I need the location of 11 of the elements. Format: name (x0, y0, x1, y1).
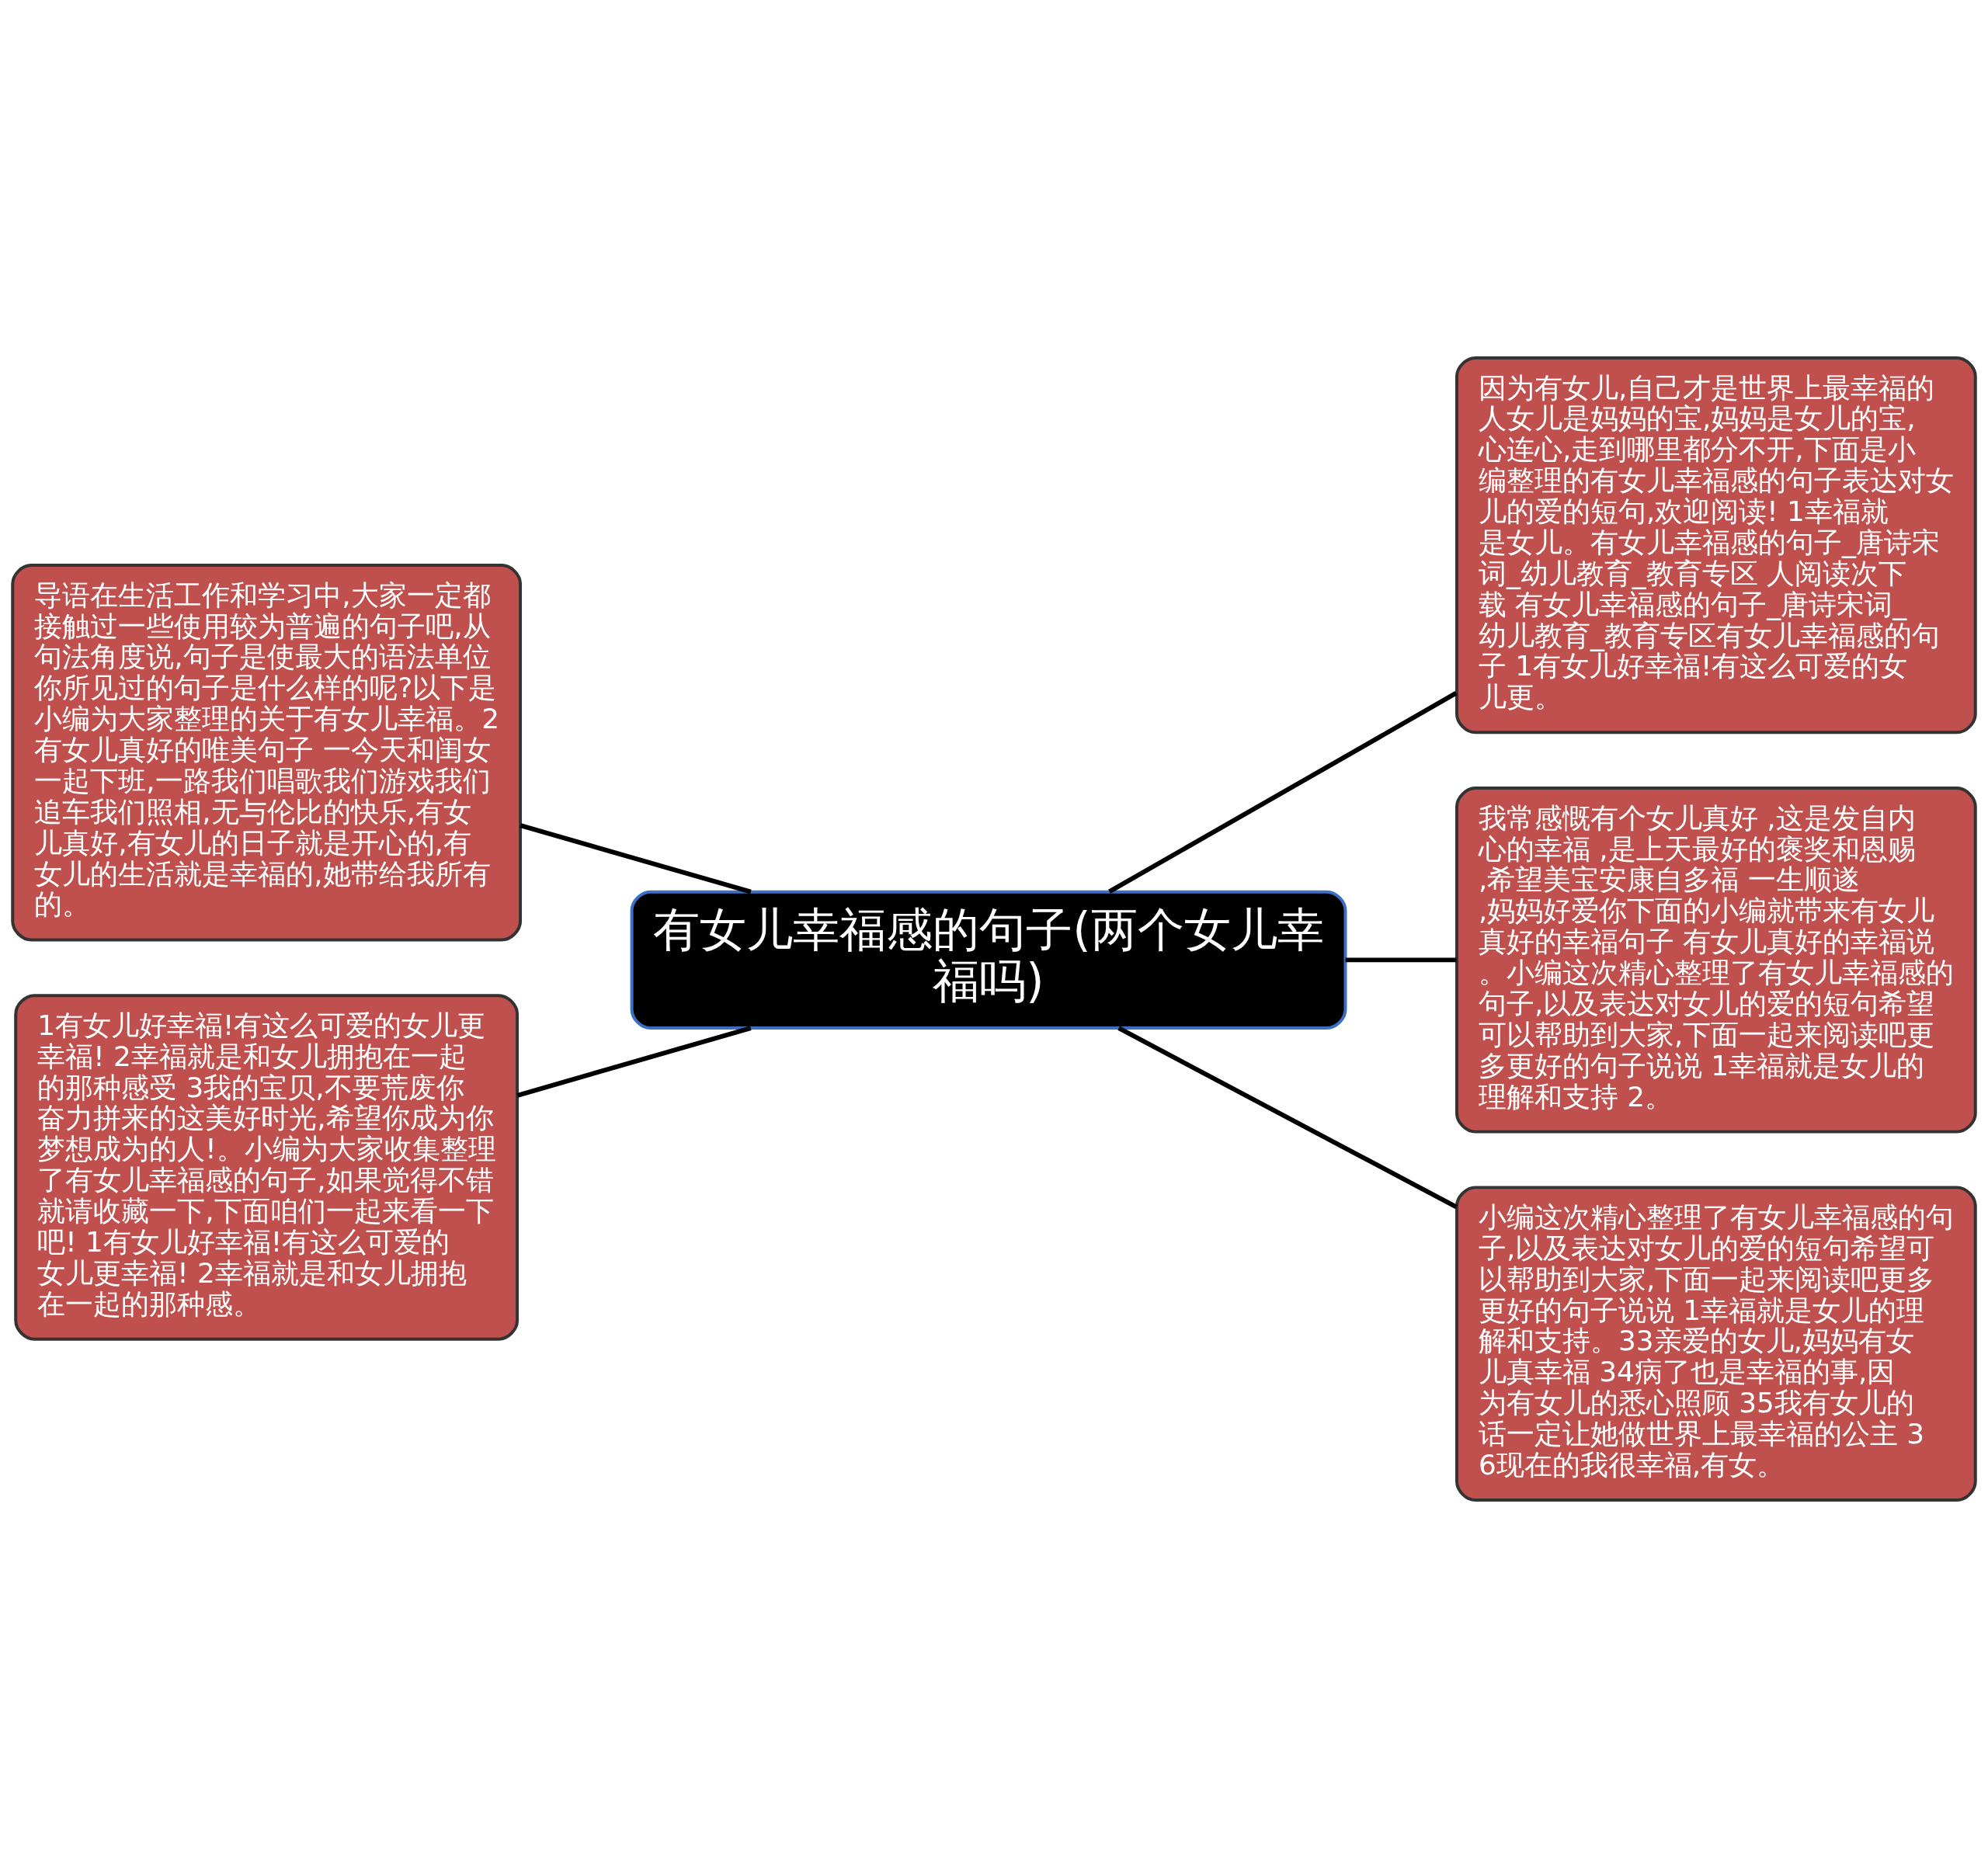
connector (1345, 957, 1457, 963)
node-box: 导语在生活工作和学习中,大家一定都接触过一些使用较为普遍的句子吧,从句法角度说,句子是使最大的语法单位你所见过的句子是什么样的呢?以下是小编为大家整理的关于有女儿幸福。2有女儿真好的唯美句子 一今天和闺女一起下班,一路我们唱歌我们游戏我们追车我们照相,无与伦比的快乐,有女儿真好,有女儿的日子就是开心的,有女儿的生活就是幸福的,她带给我所有的。 (11, 564, 523, 942)
node-box: 小编这次精心整理了有女儿幸福感的句子,以及表达对女儿的爱的短句希望可以帮助到大家,下面一起来阅读吧更多更好的句子说说 1幸福就是女儿的理解和支持。33亲爱的女儿,妈妈有女儿真幸福 34病了也是幸福的事,因为有女儿的悉心照顾 35我有女儿的话一定让她做世界上最幸福的公主 36现在的我很幸福,有女。 (1455, 1186, 1977, 1502)
node-box: 我常感慨有个女儿真好 ,这是发自内心的幸福 ,是上天最好的褒奖和恩赐 ,希望美宝安康自多福 一生顺遂 ,妈妈好爱你下面的小编就带来有女儿真好的幸福句子 有女儿真好的幸福说。小编这次精心整理了有女儿幸福感的句子,以及表达对女儿的爱的短句希望可以帮助到大家,下面一起来阅读吧更多更好的句子说说 1幸福就是女儿的理解和支持 2。 (1455, 787, 1977, 1134)
connector (516, 1026, 752, 1098)
node-box: 1有女儿好幸福!有这么可爱的女儿更幸福! 2幸福就是和女儿拥抱在一起的那种感受 3我的宝贝,不要荒废你奋力拼来的这美好时光,希望你成为你梦想成为的人!。小编为大家收集整理了有女儿幸福感的句子,如果觉得不错就请收藏一下,下面咱们一起来看一下吧! 1有女儿好幸福!有这么可爱的女儿更幸福! 2幸福就是和女儿拥抱在一起的那种感。 (14, 994, 520, 1341)
connector (1108, 691, 1458, 894)
node-box: 因为有女儿,自己才是世界上最幸福的人女儿是妈妈的宝,妈妈是女儿的宝,心连心,走到哪里都分不开,下面是小编整理的有女儿幸福感的句子表达对女儿的爱的短句,欢迎阅读! 1幸福就是女儿。有女儿幸福感的句子_唐诗宋词_幼儿教育_教育专区 人阅读次下载 有女儿幸福感的句子_唐诗宋词_幼儿教育_教育专区有女儿幸福感的句子 1有女儿好幸福!有这么可爱的女儿更。 (1455, 356, 1977, 735)
node-box: 有女儿幸福感的句子(两个女儿幸福吗) (630, 890, 1347, 1030)
connector (1117, 1026, 1458, 1210)
connector (520, 823, 752, 894)
